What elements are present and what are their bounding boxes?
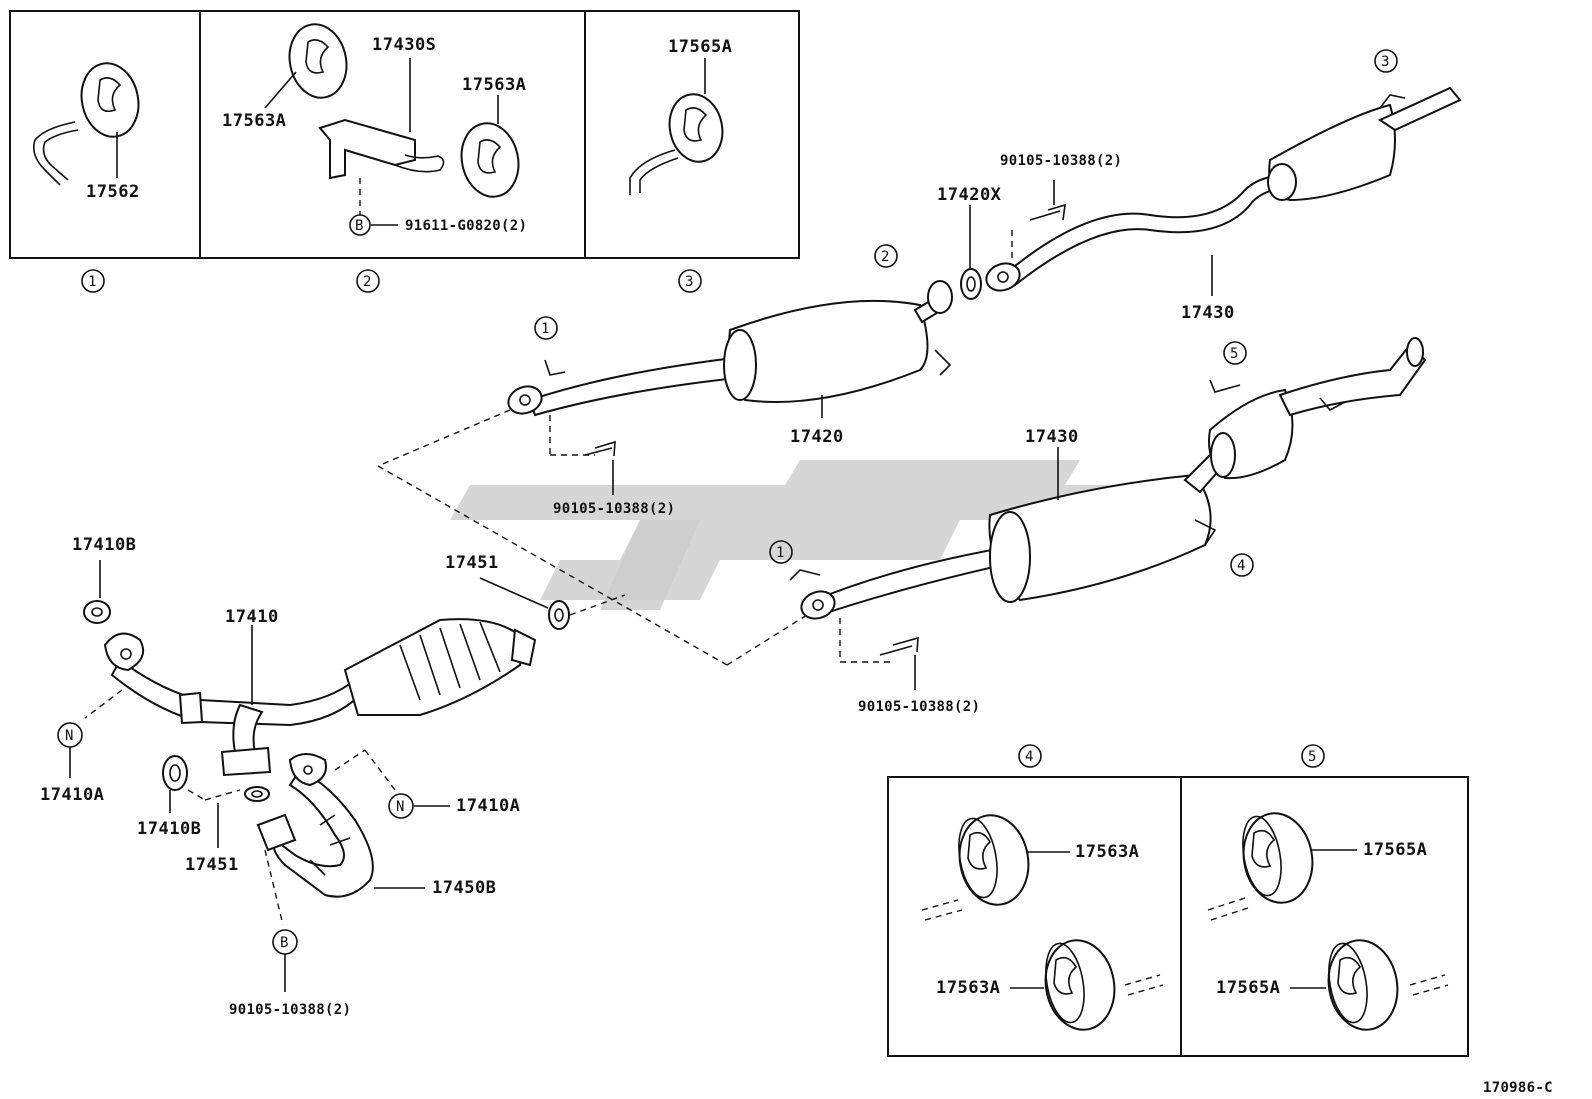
part-label: 17410B: [72, 535, 136, 555]
callout-4-inset: 4: [1025, 749, 1033, 765]
part-label: 17410: [225, 607, 279, 627]
small-gaskets: 17410B 17451: [137, 755, 270, 875]
part-label: 90105-10388(2): [229, 1002, 351, 1018]
part-label: 17565A: [1216, 978, 1280, 998]
figure-code: 170986-C: [1483, 1080, 1553, 1096]
exhaust-pipe-17450b: 17450B N 17410A B 90105-10388(2): [229, 749, 520, 1018]
part-label: 17410B: [137, 819, 201, 839]
part-label: 17563A: [462, 75, 526, 95]
part-label: 17450B: [432, 878, 496, 898]
assembly-leader-lines: [377, 409, 816, 666]
part-label: 17565A: [1363, 840, 1427, 860]
part-label: 17410A: [40, 785, 104, 805]
part-label: 17563A: [936, 978, 1000, 998]
callout-2: 2: [363, 274, 371, 290]
callout-3: 3: [685, 274, 693, 290]
front-pipe-catalyst: 17410B 17410 N 17410A: [40, 535, 537, 805]
rear-pipe-upper: 17430 3 90105-10388(2): [985, 49, 1462, 323]
center-muffler-17420: 17420 2 1 90105-10388(2): [507, 244, 953, 517]
part-label: 17562: [86, 182, 140, 202]
callout-1: 1: [88, 274, 96, 290]
top-inset-panel: [9, 10, 800, 259]
inset-5-hangers: 17565A 17565A: [1207, 812, 1449, 1031]
part-label: 17410A: [456, 796, 520, 816]
part-label: 90105-10388(2): [1000, 153, 1122, 169]
bottom-inset-panel: 4 5: [887, 744, 1469, 1057]
letter-b-callout: B: [280, 935, 288, 951]
letter-n-callout: N: [65, 728, 73, 744]
part-label: 17563A: [1075, 842, 1139, 862]
inset-4-hangers: 17563A 17563A: [921, 814, 1164, 1031]
part-label: 17565A: [668, 37, 732, 57]
part-label: 90105-10388(2): [858, 699, 980, 715]
part-label: 17451: [185, 855, 239, 875]
callout-1-lower: 1: [776, 545, 784, 561]
letter-b-callout: B: [355, 218, 363, 234]
callout-3-top: 3: [1381, 54, 1389, 70]
inset-1-hanger: 17562: [32, 62, 140, 202]
part-label: 17420X: [937, 185, 1002, 205]
gasket-17420x: 17420X: [937, 185, 1002, 300]
inset-3-hanger: 17565A: [629, 37, 732, 195]
callout-1-main: 1: [541, 321, 549, 337]
rear-muffler-lower: 17430 5 4 1 90105-10388(2): [769, 337, 1427, 715]
part-label: 17430: [1025, 427, 1079, 447]
part-label: 17430S: [372, 35, 436, 55]
gasket-17451: 17451: [445, 553, 570, 630]
callout-4-main: 4: [1237, 558, 1245, 574]
letter-n-callout: N: [396, 799, 404, 815]
part-label: 17451: [445, 553, 499, 573]
callout-2-main: 2: [881, 249, 889, 265]
watermark-logo: [450, 460, 1130, 610]
part-label: 91611-G0820(2): [405, 218, 527, 234]
part-label: 90105-10388(2): [553, 501, 675, 517]
callout-5-main: 5: [1230, 346, 1238, 362]
inset-number-row: 1 2 3: [81, 269, 702, 293]
part-label: 17563A: [222, 111, 286, 131]
callout-5-inset: 5: [1308, 749, 1316, 765]
inset-2-bracket: 17563A 17430S 17563A B 91611-G0820(2): [222, 23, 527, 236]
part-label: 17430: [1181, 303, 1235, 323]
part-label: 17420: [790, 427, 844, 447]
